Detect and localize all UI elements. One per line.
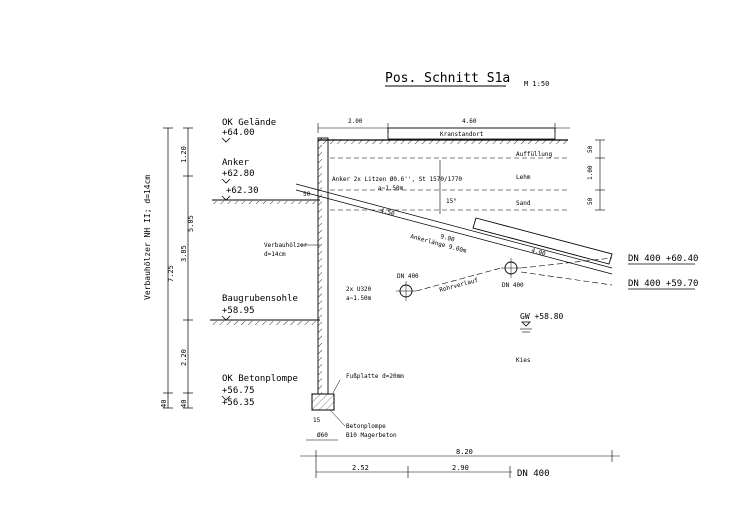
u-profile-label: 2x U320 (346, 286, 372, 293)
dim-seg-40-a: 40 (160, 400, 168, 408)
fussplatte-label: Fußplatte d=20mm (346, 373, 404, 380)
soil-sand: Sand (516, 200, 531, 207)
dim-15: 15 (313, 417, 321, 424)
top-dim-460: 4.60 (462, 118, 477, 125)
kranstandort-box (387, 127, 556, 140)
bottom-dim-290: 2.90 (452, 464, 469, 472)
ground-hatch (322, 140, 568, 144)
verbauhoelzer-thickness: d=14cm (264, 251, 286, 258)
dim-phi60: Ø60 (317, 432, 328, 439)
right-dim-50-bottom: 50 (587, 197, 594, 205)
lagging-hatch (318, 138, 322, 394)
anchor-dim-450: 4.50 (379, 207, 395, 218)
dim-middle-b: 3.85 (180, 245, 188, 262)
groundwater-label: GW +58.80 (520, 312, 564, 321)
betonplombe-hatch (312, 394, 334, 410)
top-dim-200: 2.00 (348, 118, 363, 125)
excavation-bottom-hatch (210, 321, 316, 325)
anchor-dim-400: 4.00 (530, 247, 546, 258)
pipe-route-line-lower (520, 271, 613, 286)
anker-lower-value: +62.30 (226, 186, 259, 196)
pipe-left-label: DN 400 (397, 273, 419, 280)
soil-kies: Kies (516, 357, 531, 364)
anchor-level-hatch (212, 201, 317, 204)
anchor-line-lower (295, 189, 613, 275)
dn-lower-label: DN 400 +59.70 (628, 279, 698, 289)
soil-auffuellung: Auffüllung (516, 151, 553, 158)
groundwater-marker (521, 321, 531, 327)
bottom-dn-label: DN 400 (517, 469, 550, 479)
dim-outer-total: 7.25 (167, 265, 175, 282)
rohrverlauf-label: Rohrverlauf (439, 277, 480, 294)
fussplatte-leader (332, 379, 341, 394)
anchor-grout-body (472, 217, 613, 265)
ok-gelaende-label: OK Gelände (222, 118, 276, 128)
right-dim-50-top: 50 (587, 145, 594, 153)
left-dimension-chains (163, 127, 193, 409)
anchor-offset: 50 (303, 191, 311, 198)
anchor-spacing: a~1.50m (378, 185, 404, 192)
anchor-description: Anker 2x Litzen Ø0.6'', St 1570/1770 (332, 176, 462, 183)
drawing-scale: M 1:50 (524, 80, 549, 88)
u-profile-spacing: a~1.50m (346, 295, 372, 302)
dim-seg-40-b: 40 (180, 400, 188, 408)
bottom-value: +56.35 (222, 398, 255, 408)
dim-seg-120: 1.20 (180, 146, 188, 163)
ok-betonplombe-label: OK Betonplompe (222, 374, 298, 384)
pipe-route-line (415, 267, 502, 292)
verbauhoelzer-vertical-label: Verbauhölzer NH II; d=14cm (143, 175, 152, 300)
dim-middle-a: 5.05 (187, 215, 195, 232)
betonplombe-material: B10 Magerbeton (346, 432, 397, 439)
betonplombe-label: Betonplompe (346, 423, 386, 430)
anchor-angle: 15° (446, 198, 457, 205)
anker-value: +62.80 (222, 169, 255, 179)
right-dim-100: 1.00 (587, 165, 594, 180)
bottom-dim-820: 8.20 (456, 448, 473, 456)
bottom-dim-252: 2.52 (352, 464, 369, 472)
dn-upper-label: DN 400 +60.40 (628, 254, 698, 264)
kranstandort-label: Kranstandort (440, 131, 484, 138)
anchor-length: Ankerlänge 9.00m (409, 233, 467, 255)
baugrubensohle-label: Baugrubensohle (222, 294, 298, 304)
pipe-route-line-upper (520, 257, 613, 269)
verbauhoelzer-label: Verbauhölzer (264, 242, 308, 249)
ok-betonplombe-value: +56.75 (222, 386, 255, 396)
dim-seg-220: 2.20 (180, 349, 188, 366)
drawing-title: Pos. Schnitt S1a (385, 71, 510, 86)
anchor-line-upper (295, 183, 613, 269)
baugrubensohle-value: +58.95 (222, 306, 255, 316)
pipe-right-label: DN 400 (502, 282, 524, 289)
ok-gelaende-value: +64.00 (222, 128, 255, 138)
anchor-dim-900: 9.00 (439, 233, 455, 244)
soil-lehm: Lehm (516, 174, 531, 181)
anker-label: Anker (222, 158, 250, 168)
betonplombe-leader (329, 409, 346, 427)
